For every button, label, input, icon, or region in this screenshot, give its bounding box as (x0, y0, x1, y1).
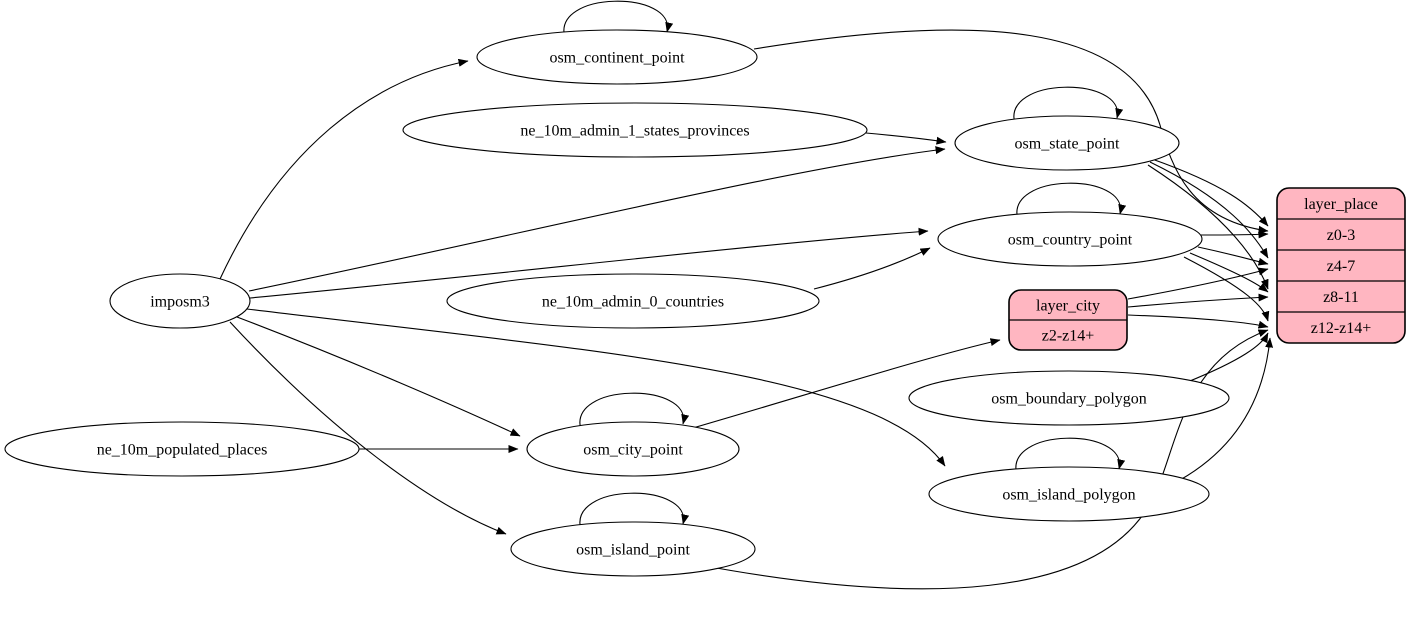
edge-osm_city_point-to-layer_city-z2-z14+ (685, 338, 1001, 431)
node-shape-osm_island_point (510, 521, 756, 577)
node-label-ne_10m_admin_1_states_provinces: ne_10m_admin_1_states_provinces (520, 123, 749, 140)
edge-osm_island_polygon-to-layer_place-z12-z14+ (1179, 337, 1274, 481)
self-loop-osm_continent_point (563, 0, 674, 39)
edge-layer_city-to-layer_place-z4-7 (1127, 267, 1269, 300)
node-label-osm_island_point: osm_island_point (576, 542, 690, 559)
node-label-osm_state_point: osm_state_point (1015, 136, 1120, 153)
record-row-layer_city-z2-z14+: z2-z14+ (1042, 328, 1095, 345)
node-ne_10m_admin_1_states_provinces: ne_10m_admin_1_states_provinces (402, 102, 868, 158)
edge-imposm3-to-osm_island_polygon (246, 308, 946, 467)
node-osm_continent_point: osm_continent_point (476, 29, 758, 85)
node-shape-osm_boundary_polygon (908, 370, 1230, 426)
edge-imposm3-to-osm_island_point (229, 321, 507, 535)
record-title-layer_city: layer_city (1036, 298, 1100, 315)
edge-osm_country_point-to-layer_place-z4-7 (1197, 246, 1269, 266)
node-label-osm_continent_point: osm_continent_point (549, 50, 685, 67)
edge-osm_state_point-to-layer_place-z8-11 (1147, 164, 1269, 290)
node-shape-ne_10m_admin_1_states_provinces (402, 102, 868, 158)
node-osm_boundary_polygon: osm_boundary_polygon (908, 370, 1230, 426)
node-shape-ne_10m_populated_places (4, 421, 360, 477)
node-shape-osm_city_point (526, 421, 740, 477)
node-shape-osm_continent_point (476, 29, 758, 85)
edge-osm_state_point-to-layer_place-z0-3 (1151, 158, 1269, 227)
node-shape-osm_island_polygon (928, 466, 1210, 522)
node-label-osm_country_point: osm_country_point (1008, 232, 1133, 249)
node-osm_country_point: osm_country_point (937, 211, 1203, 267)
node-label-imposm3: imposm3 (150, 294, 210, 311)
edge-imposm3-to-osm_country_point (249, 227, 929, 299)
self-loop-osm_state_point (1013, 86, 1124, 125)
record-row-layer_place-z12-z14+: z12-z14+ (1311, 320, 1372, 337)
node-osm_city_point: osm_city_point (526, 421, 740, 477)
node-shape-ne_10m_admin_0_countries (446, 273, 820, 329)
self-loop-osm_country_point (1016, 182, 1127, 221)
node-imposm3: imposm3 (109, 273, 251, 329)
node-label-osm_boundary_polygon: osm_boundary_polygon (991, 391, 1147, 408)
node-osm_state_point: osm_state_point (954, 115, 1180, 171)
edge-imposm3-to-osm_continent_point (219, 58, 469, 280)
edge-osm_boundary_polygon-to-layer_place-z12-z14+ (1184, 332, 1269, 384)
edge-osm_island_point-to-layer_place-z12-z14+ (699, 329, 1269, 590)
record-title-layer_place: layer_place (1304, 196, 1378, 213)
node-ne_10m_populated_places: ne_10m_populated_places (4, 421, 360, 477)
record-row-layer_place-z0-3: z0-3 (1327, 227, 1355, 244)
edge-imposm3-to-osm_state_point (248, 146, 946, 292)
node-osm_island_polygon: osm_island_polygon (928, 466, 1210, 522)
node-shape-osm_country_point (937, 211, 1203, 267)
node-osm_island_point: osm_island_point (510, 521, 756, 577)
node-label-osm_city_point: osm_city_point (583, 442, 683, 459)
edges-layer (219, 0, 1274, 590)
self-loop-osm_city_point (579, 392, 690, 431)
record-row-layer_place-z4-7: z4-7 (1327, 258, 1355, 275)
edge-imposm3-to-osm_city_point (236, 316, 521, 437)
node-label-osm_island_polygon: osm_island_polygon (1002, 487, 1135, 504)
edge-ne_10m_admin_0_countries-to-osm_country_point (813, 247, 931, 290)
record-row-layer_place-z8-11: z8-11 (1323, 289, 1359, 306)
record-layer_city: layer_city z2-z14+ (1008, 289, 1128, 351)
edge-layer_city-to-layer_place-z8-11 (1127, 293, 1269, 308)
record-shape-layer_place (1276, 187, 1406, 344)
edge-osm_country_point-to-layer_place-z0-3 (1200, 230, 1269, 239)
self-loop-osm_island_point (579, 492, 690, 531)
edge-osm_country_point-to-layer_place-z12-z14+ (1183, 256, 1270, 322)
edge-osm_state_point-to-layer_place-z4-7 (1149, 161, 1269, 259)
node-ne_10m_admin_0_countries: ne_10m_admin_0_countries (446, 273, 820, 329)
edge-osm_continent_point-to-layer_place-z0-3 (753, 29, 1269, 234)
node-shape-osm_state_point (954, 115, 1180, 171)
edge-osm_country_point-to-layer_place-z8-11 (1189, 252, 1269, 293)
record-layer_place: layer_place z0-3 z4-7 z8-11 z12-z14+ (1276, 187, 1406, 344)
edge-ne_10m_admin_1_states_provinces-to-osm_state_point (865, 132, 947, 145)
node-label-ne_10m_populated_places: ne_10m_populated_places (97, 442, 268, 459)
edge-layer_city-to-layer_place-z12-z14+ (1127, 314, 1269, 329)
node-label-ne_10m_admin_0_countries: ne_10m_admin_0_countries (542, 294, 724, 311)
self-loop-osm_island_polygon (1015, 437, 1126, 476)
node-shape-imposm3 (109, 273, 251, 329)
